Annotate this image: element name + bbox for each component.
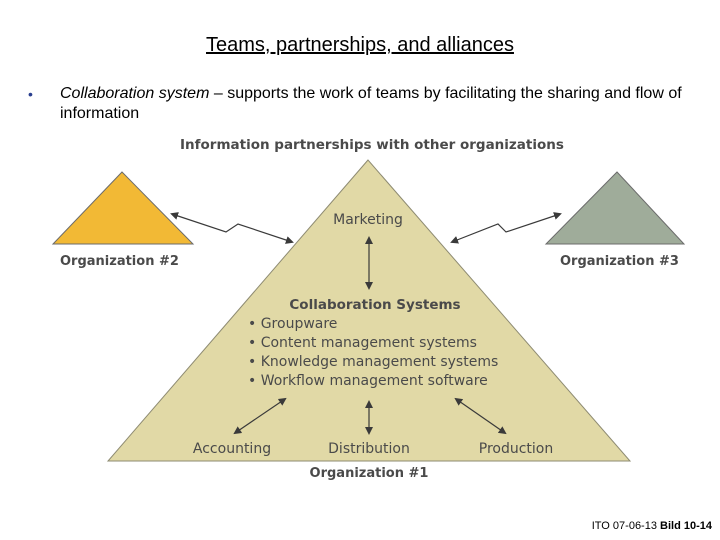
diagram-header: Information partnerships with other orga… bbox=[180, 137, 564, 153]
department-production: Production bbox=[479, 441, 553, 457]
organization-1-label: Organization #1 bbox=[310, 466, 429, 481]
connector-org2-to-org1 bbox=[170, 212, 294, 244]
bullet-description: – supports the work of teams by facilita… bbox=[60, 85, 682, 122]
system-content-management: • Content management systems bbox=[248, 335, 477, 351]
organization-2-label: Organization #2 bbox=[60, 254, 179, 269]
department-accounting: Accounting bbox=[193, 441, 271, 457]
arrow-to-production bbox=[454, 397, 507, 435]
bullet-term: Collaboration system bbox=[60, 85, 210, 102]
system-workflow-management: • Workflow management software bbox=[248, 373, 488, 389]
footer-reference: ITO 07-06-13 bbox=[591, 520, 657, 532]
arrow-to-accounting bbox=[233, 397, 287, 435]
department-marketing: Marketing bbox=[333, 212, 403, 228]
bullet-text: Collaboration system – supports the work… bbox=[60, 84, 700, 124]
organization-3-triangle bbox=[544, 171, 686, 245]
organization-2-triangle bbox=[51, 171, 195, 245]
footer-page-number: Bild 10-14 bbox=[660, 520, 712, 532]
connector-org3-to-org1 bbox=[450, 212, 562, 244]
organization-3-label: Organization #3 bbox=[560, 254, 679, 269]
footer: ITO 07-06-13 Bild 10-14 bbox=[592, 520, 712, 532]
slide-title: Teams, partnerships, and alliances bbox=[206, 34, 514, 56]
system-groupware: • Groupware bbox=[248, 316, 337, 332]
organization-1-triangle bbox=[106, 159, 632, 462]
system-knowledge-management: • Knowledge management systems bbox=[248, 354, 498, 370]
department-distribution: Distribution bbox=[328, 441, 410, 457]
bullet-marker: • bbox=[28, 86, 33, 102]
collaboration-systems-title: Collaboration Systems bbox=[289, 297, 460, 313]
